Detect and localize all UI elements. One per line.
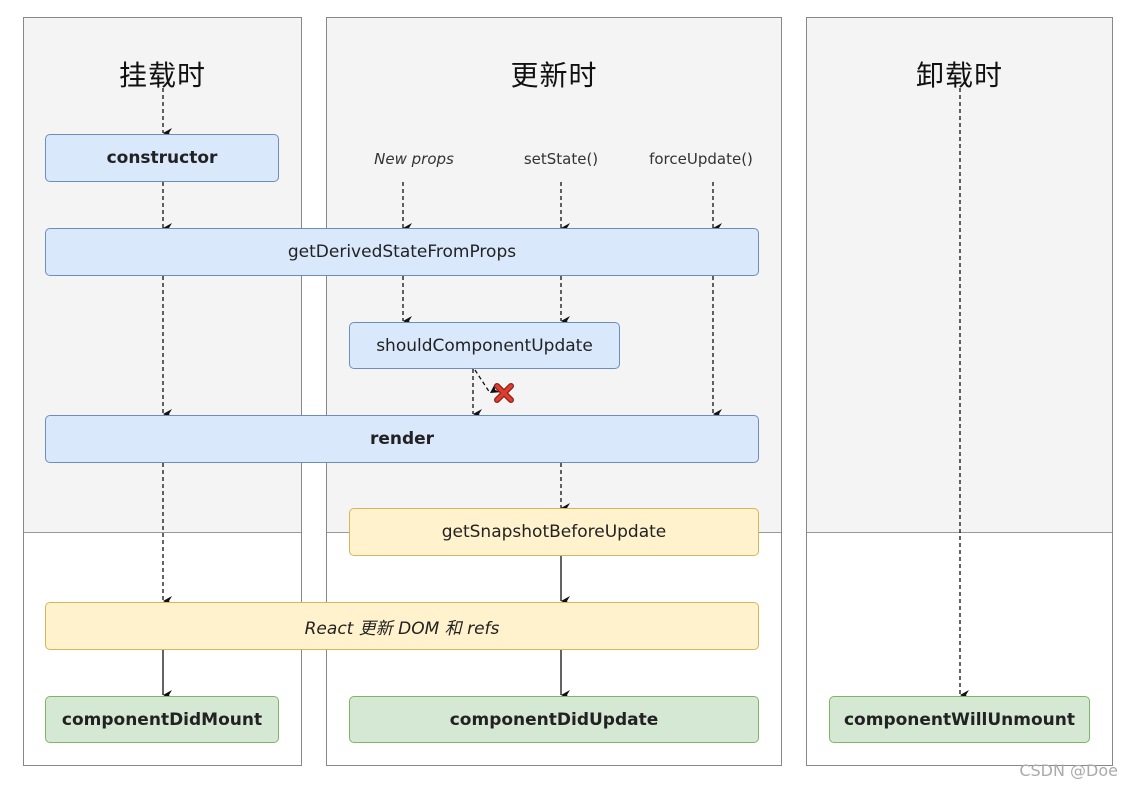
watermark: CSDN @Doe	[1019, 761, 1118, 780]
constructor-node: constructor	[45, 134, 279, 182]
arrow-scu-to-cancel	[474, 369, 501, 394]
set-state-label: setState()	[523, 150, 599, 168]
component-will-unmount-node: componentWillUnmount	[829, 696, 1090, 743]
mount-column-title: 挂载时	[118, 59, 206, 92]
get-derived-state-from-props-node: getDerivedStateFromProps	[45, 228, 759, 276]
update-column-title: 更新时	[510, 59, 598, 92]
should-component-update-node: shouldComponentUpdate	[349, 322, 620, 369]
render-node: render	[45, 415, 759, 463]
cancel-x-icon	[494, 383, 514, 403]
force-update-label: forceUpdate()	[649, 150, 753, 168]
unmount-column-title: 卸载时	[915, 59, 1003, 92]
react-update-dom-node: React 更新 DOM 和 refs	[45, 602, 759, 650]
component-did-mount-node: componentDidMount	[45, 696, 279, 743]
get-snapshot-before-update-node: getSnapshotBeforeUpdate	[349, 508, 759, 556]
new-props-label: New props	[374, 150, 454, 168]
component-did-update-node: componentDidUpdate	[349, 696, 759, 743]
